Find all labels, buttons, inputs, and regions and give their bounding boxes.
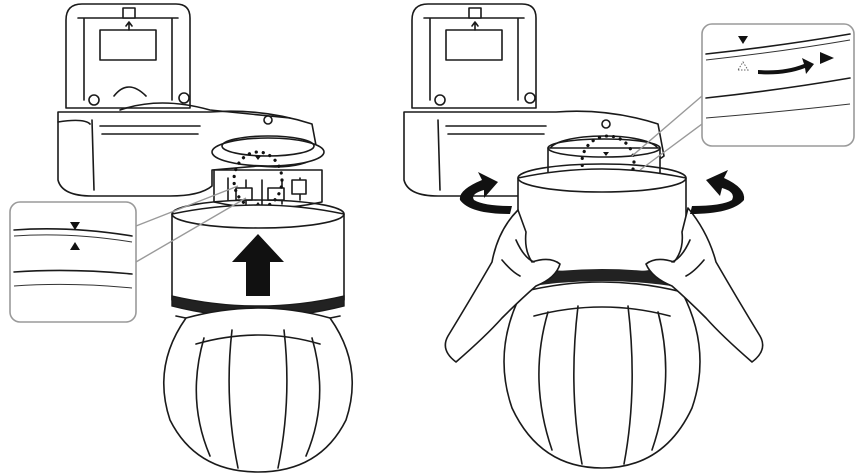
- direction-arrow-icon: [758, 58, 814, 75]
- right-panel: [403, 3, 855, 469]
- rotate-left-arrow-icon: [459, 172, 512, 214]
- left-detail-callout: [9, 185, 247, 323]
- lift-up-arrow-icon: [232, 234, 284, 296]
- housing-black-ring-right: [520, 269, 684, 288]
- triangle-down-icon-right: [738, 36, 748, 44]
- triangle-up-icon: [70, 242, 80, 250]
- alignment-mark-top: [255, 156, 261, 160]
- left-panel: [9, 3, 354, 473]
- rotate-right-arrow-icon: [690, 170, 745, 214]
- camera-dome: [162, 307, 354, 473]
- bracket-arm: [57, 102, 325, 197]
- triangle-down-icon: [70, 222, 80, 230]
- triangle-right-icon: [820, 52, 834, 64]
- wall-bracket: [65, 3, 191, 109]
- alignment-highlight-circle-right: [580, 134, 636, 190]
- alignment-highlight-circle: [232, 150, 284, 210]
- hands: [444, 207, 764, 363]
- camera-housing-right: [517, 163, 687, 288]
- triangle-outline-icon: [737, 61, 749, 71]
- rotate-arrows: [459, 170, 745, 214]
- camera-dome-right: [503, 281, 701, 469]
- right-detail-callout: [631, 23, 855, 171]
- mount-interface: [213, 150, 323, 210]
- wall-bracket-right: [411, 3, 537, 109]
